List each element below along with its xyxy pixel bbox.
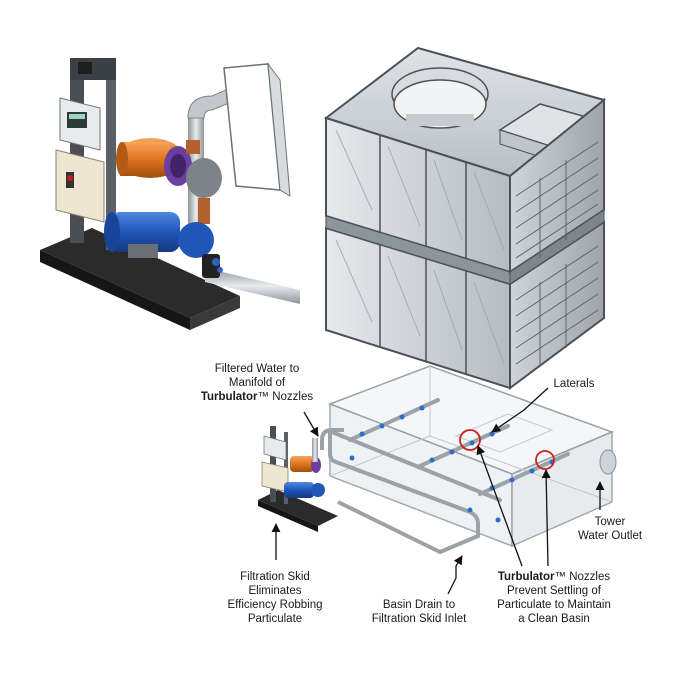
basin-drain-label: Basin Drain to Filtration Skid Inlet: [356, 598, 482, 626]
turbulator-nozzles-line1: Turbulator™ Nozzles: [484, 570, 624, 584]
turbulator-brand: Turbulator: [200, 391, 258, 403]
turbulator-nozzles-line4: a Clean Basin: [518, 613, 590, 625]
nozzle-highlight-circle: [535, 450, 555, 470]
basin-piping-illustration: [320, 365, 617, 554]
filtration-skid-line4: Particulate: [247, 613, 303, 625]
turbulator-nozzles-line2: Prevent Settling of: [507, 585, 601, 597]
filtration-skid-illustration: [40, 58, 300, 330]
tower-outlet-label: Tower Water Outlet: [568, 515, 652, 543]
basin-drain-line2: Filtration Skid Inlet: [371, 613, 467, 625]
laterals-label: Laterals: [544, 377, 604, 391]
filtration-skid-label: Filtration Skid Eliminates Efficiency Ro…: [212, 570, 338, 626]
cooling-tower-illustration: [323, 46, 607, 390]
nozzle-highlight-circle: [459, 429, 481, 451]
turbulator-nozzles-label: Turbulator™ Nozzles Prevent Settling of …: [484, 570, 624, 626]
basin-drain-line1: Basin Drain to: [382, 599, 456, 611]
filtered-water-line3: Turbulator™ Nozzles: [198, 390, 316, 404]
filtered-water-line1: Filtered Water to: [214, 363, 300, 375]
nozzle-dots: [349, 405, 555, 523]
tower-outlet-line1: Tower: [594, 516, 626, 528]
filtration-skid-line3: Efficiency Robbing: [227, 599, 323, 611]
tower-outlet-line2: Water Outlet: [577, 530, 643, 542]
filtration-skid-line2: Eliminates: [248, 585, 302, 597]
turbulator-nozzles-line1-rest: ™ Nozzles: [554, 571, 611, 583]
callout-lines: [271, 387, 605, 595]
filtered-water-label: Filtered Water to Manifold of Turbulator…: [198, 362, 316, 404]
laterals-text: Laterals: [553, 378, 595, 390]
turbulator-nozzles-line3: Particulate to Maintain: [497, 599, 611, 611]
filtration-skid-small-illustration: [258, 426, 338, 532]
filtered-water-line3-rest: ™ Nozzles: [257, 391, 314, 403]
filtered-water-line2: Manifold of: [228, 377, 286, 389]
turbulator-brand: Turbulator: [497, 571, 555, 583]
filtration-skid-line1: Filtration Skid: [240, 571, 310, 583]
